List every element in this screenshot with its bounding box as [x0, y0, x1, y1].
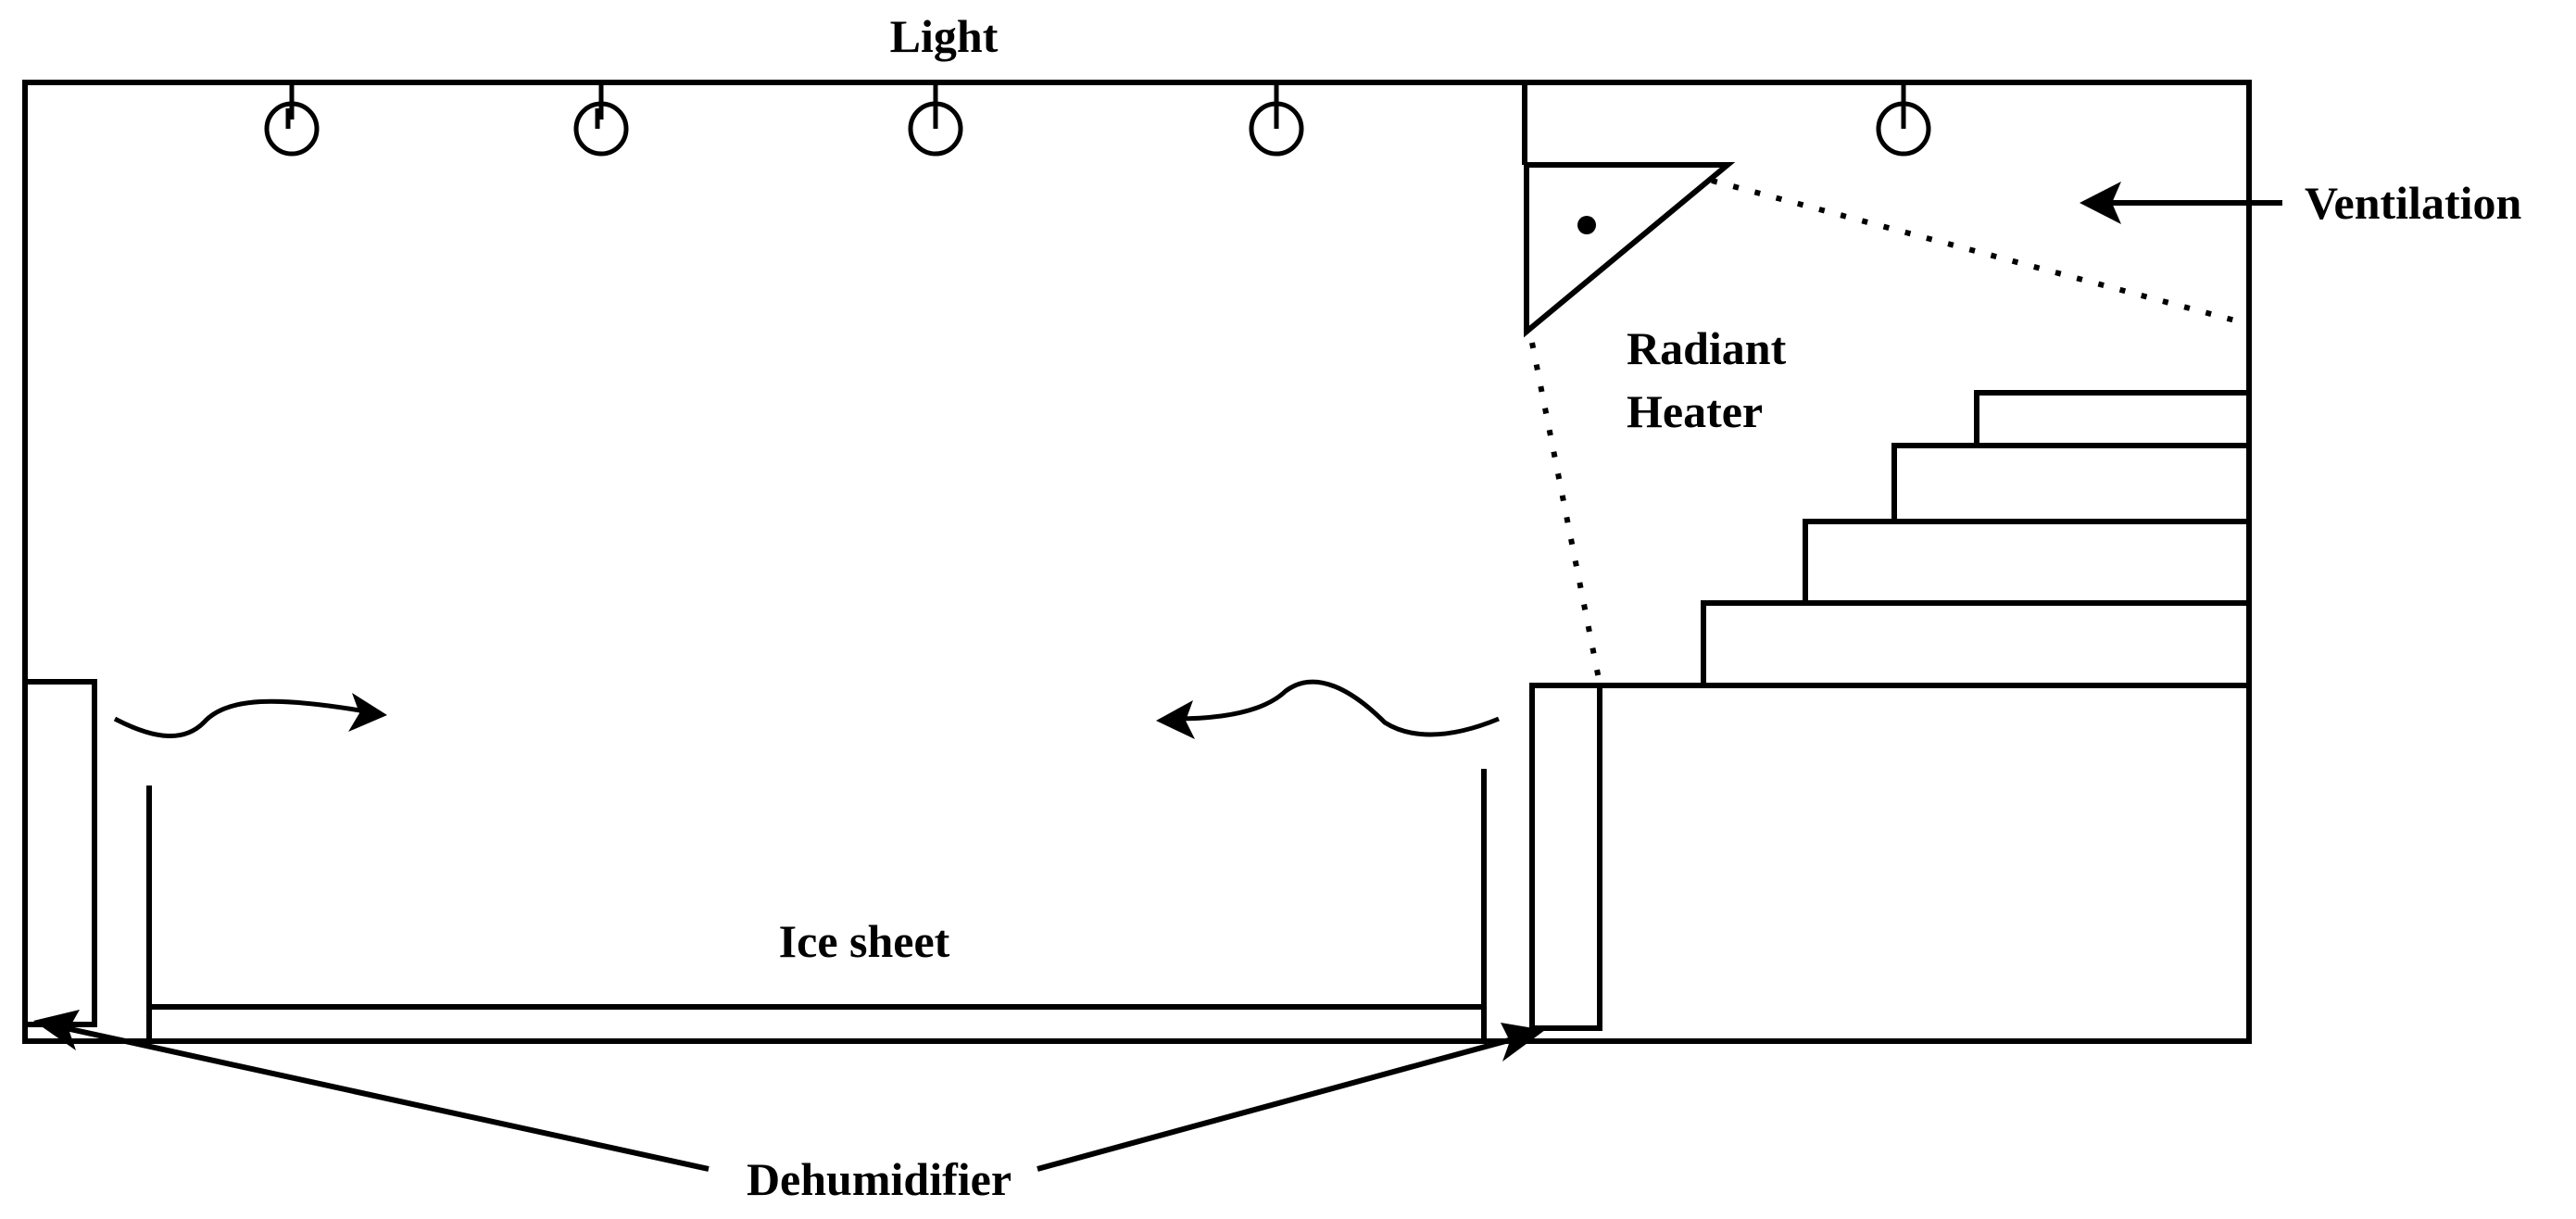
airflow-arrow-right [1156, 679, 1500, 739]
radiant-heater-label-line1: Radiant [1627, 322, 1787, 374]
light-bulb [264, 82, 320, 157]
light-label: Light [890, 10, 999, 62]
ice-sheet [146, 769, 1487, 1041]
dehumidifier-pointer-right [1037, 1023, 1545, 1172]
radiant-heater [1524, 162, 1736, 338]
dehumidifier-unit-right [1529, 683, 1602, 1031]
radiant-heater-label-line2: Heater [1627, 385, 1763, 437]
light-bulb [908, 82, 963, 157]
building-outline [22, 80, 2252, 1044]
light-bulb [1876, 82, 1931, 157]
spectator-stairs [1600, 390, 2249, 688]
dehumidifier-label: Dehumidifier [747, 1153, 1012, 1205]
dehumidifier-pointer-left [33, 1010, 710, 1172]
ice-sheet-label: Ice sheet [779, 915, 950, 967]
light-bulb [1249, 82, 1304, 157]
heater-radiation-line [1529, 342, 1602, 685]
ventilation-arrow [2080, 182, 2282, 224]
dehumidifier-unit-left [22, 679, 97, 1027]
ventilation-label: Ventilation [2305, 177, 2521, 229]
heater-radiation-line [1711, 178, 2250, 327]
light-bulb [573, 82, 629, 157]
airflow-arrow-left [113, 693, 387, 738]
